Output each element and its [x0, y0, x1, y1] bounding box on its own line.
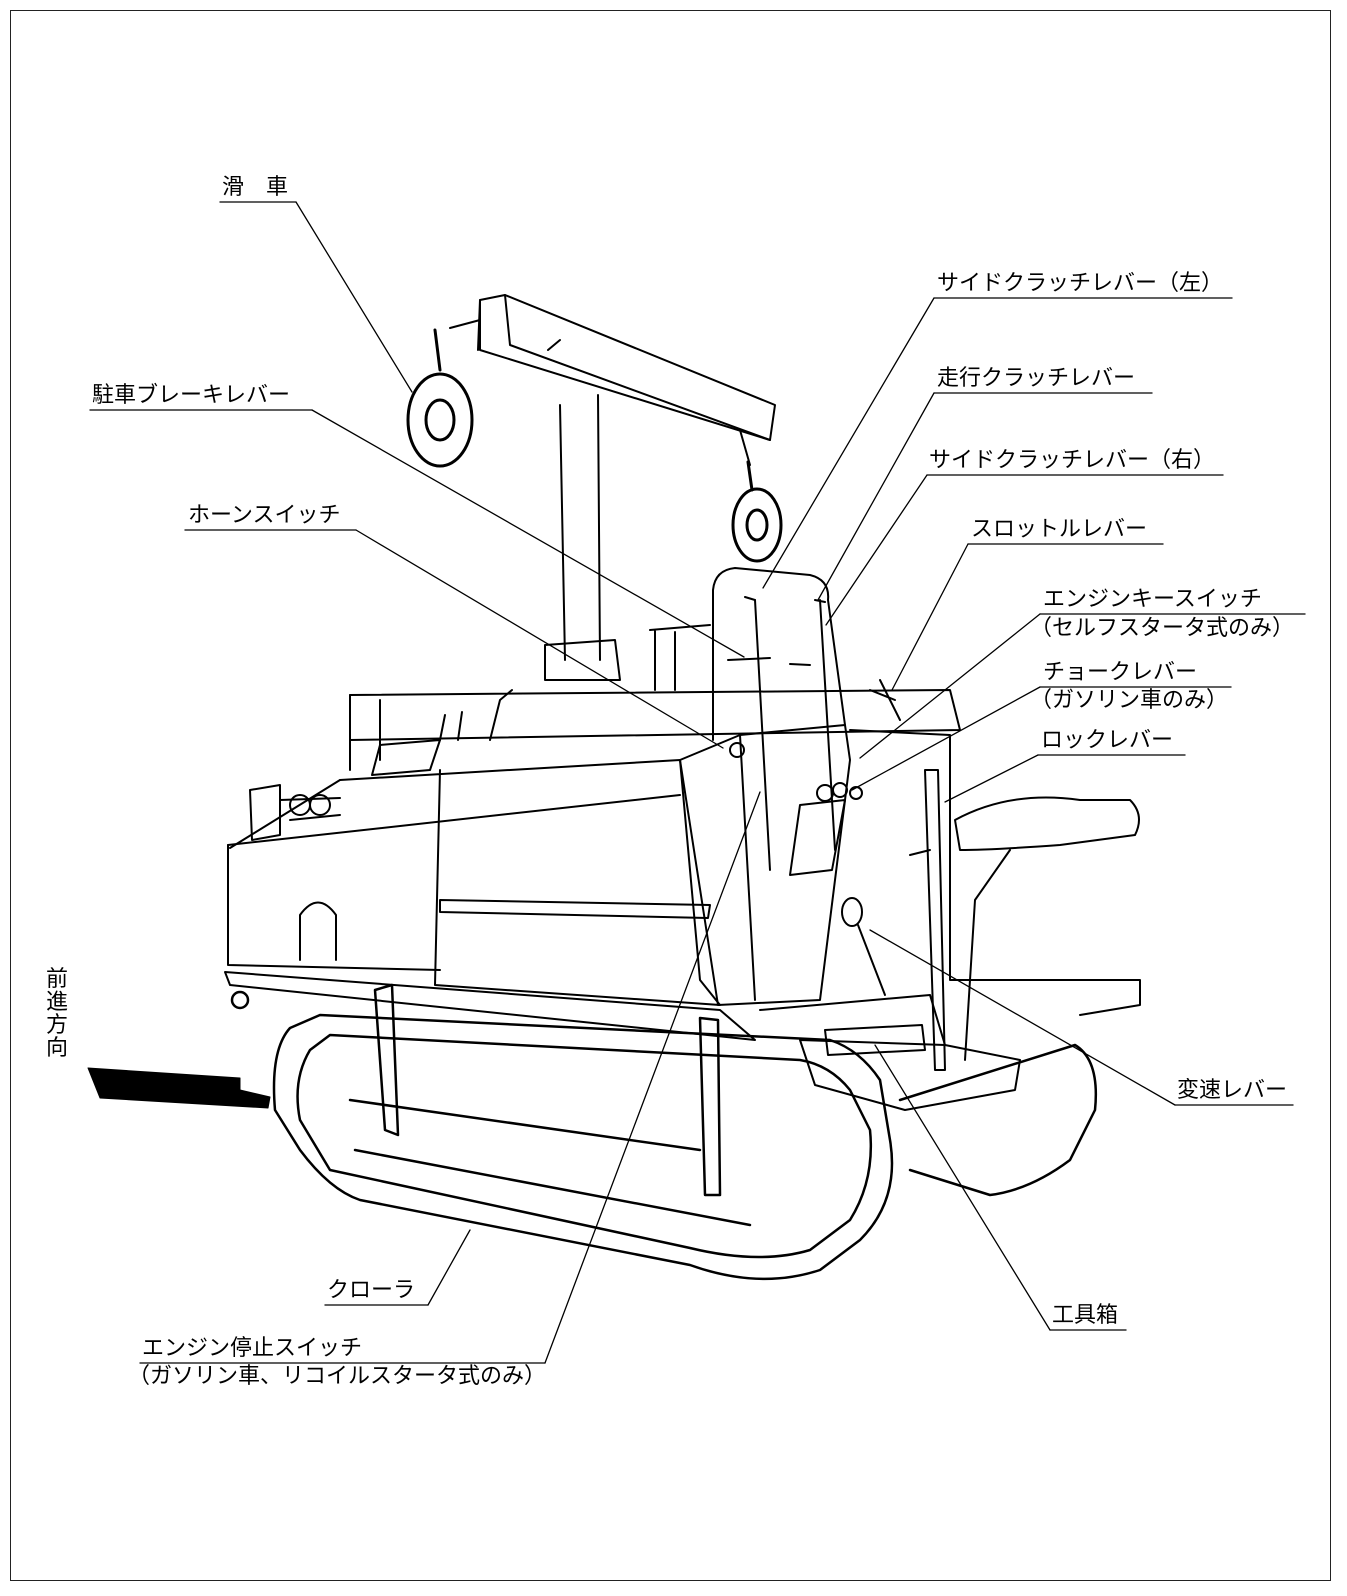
label-choke: チョークレバー: [1043, 660, 1198, 685]
pulley-hook-right: [731, 460, 783, 563]
forward-direction-arrow: [87, 1067, 271, 1109]
machine-body: [227, 624, 961, 1006]
label-engine-key-switch: エンジンキースイッチ: [1043, 587, 1262, 612]
crane: [449, 294, 776, 681]
label-choke-note: （ガソリン車のみ）: [1030, 688, 1229, 713]
label-engine-stop-switch: エンジン停止スイッチ: [142, 1336, 363, 1361]
label-side-clutch-right: サイドクラッチレバー（右）: [929, 448, 1216, 473]
crawler-track: [224, 971, 1097, 1281]
label-travel-clutch: 走行クラッチレバー: [937, 366, 1136, 391]
label-horn-switch: ホーンスイッチ: [188, 503, 341, 528]
label-engine-key-note: （セルフスタータ式のみ）: [1030, 616, 1295, 641]
label-engine-stop-note: （ガソリン車、リコイルスタータ式のみ）: [128, 1364, 547, 1389]
drawing-frame: [10, 10, 1331, 1581]
control-panel: [679, 567, 863, 1006]
label-crawler: クローラ: [327, 1278, 416, 1303]
label-direction: 前進方向: [45, 967, 68, 1061]
label-throttle: スロットルレバー: [971, 517, 1148, 542]
pulley-hook-left: [406, 328, 474, 468]
operator-area: [759, 679, 1141, 1111]
label-parking-brake: 駐車ブレーキレバー: [92, 383, 291, 408]
label-side-clutch-left: サイドクラッチレバー（左）: [937, 271, 1224, 296]
label-lock-lever: ロックレバー: [1041, 728, 1174, 753]
label-gear-lever: 変速レバー: [1177, 1078, 1288, 1103]
label-toolbox: 工具箱: [1052, 1303, 1119, 1328]
label-pulley: 滑 車: [222, 175, 289, 200]
leader-lines: [89, 201, 1306, 1364]
